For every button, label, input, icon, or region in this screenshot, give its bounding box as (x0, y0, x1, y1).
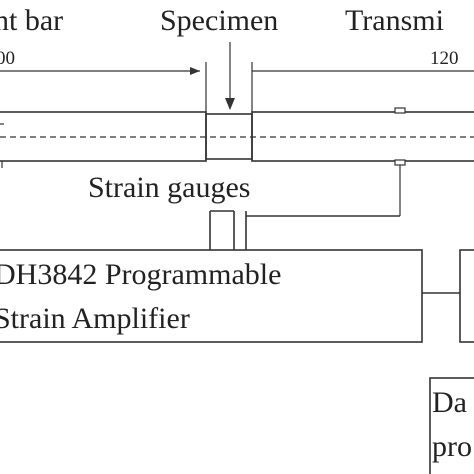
incident-bar-label: nt bar (0, 4, 63, 37)
incident-bar-length: 00 (0, 48, 15, 69)
strain-amplifier-box (0, 249, 423, 343)
amplifier-label-line1: DH3842 Programmable (0, 258, 281, 291)
specimen-label: Specimen (160, 4, 278, 37)
specimen-pointer (225, 42, 235, 110)
strain-gauge-top (394, 107, 406, 114)
dimension-lines (0, 62, 474, 112)
down-arrow-icon (225, 98, 235, 110)
transmitted-strain-gauges (394, 107, 406, 216)
oscilloscope-box (459, 249, 474, 343)
gauge-wiring (209, 210, 400, 250)
strain-gauges-label: Strain gauges (88, 171, 250, 204)
strain-gauge-bottom (394, 159, 406, 166)
dimension-arrow-icon (190, 67, 200, 75)
data-processing-box (429, 377, 474, 474)
data-processing-label-line1: Da (432, 386, 467, 419)
data-processing-label-line2: pro (432, 430, 472, 463)
transmitted-bar-length: 120 (430, 48, 459, 69)
amplifier-label-line2: Strain Amplifier (0, 302, 190, 335)
transmitted-bar-label: Transmi (345, 4, 444, 37)
